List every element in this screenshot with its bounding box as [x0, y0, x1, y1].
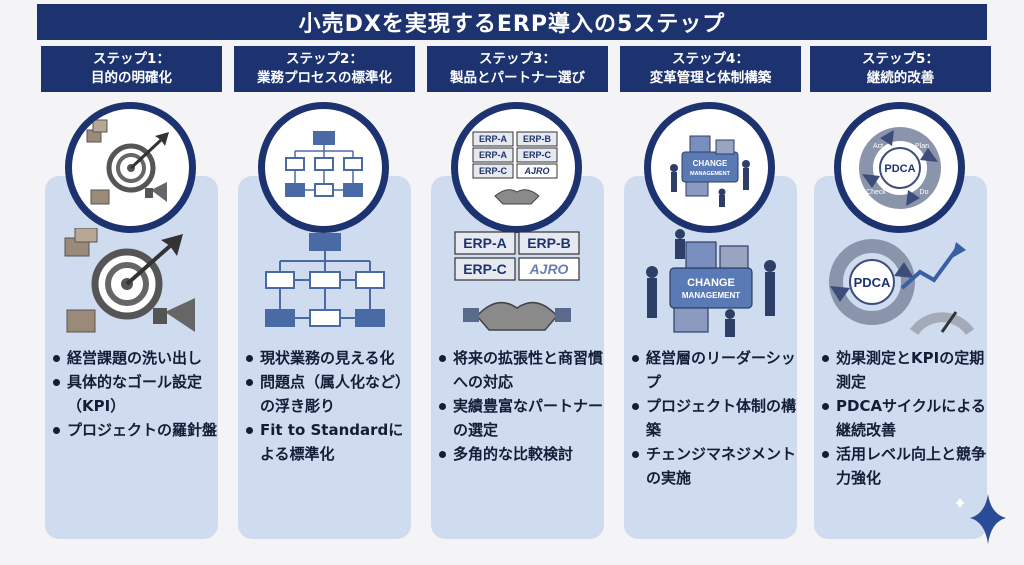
step-5-bullet-list: 効果測定とKPIの定期測定 PDCAサイクルによる継続改善 活用レベル向上と競争…: [820, 346, 988, 490]
step-2-column: ステップ2： 業務プロセスの標準化: [234, 46, 415, 539]
list-item: プロジェクトの羅針盤: [51, 418, 219, 442]
step-4-column: ステップ4： 変革管理と体制構築 CHANGE MANAGEMENT: [620, 46, 801, 539]
puzzle-change-text: CHANGE: [692, 159, 727, 168]
puzzle-change-text: CHANGE: [687, 277, 735, 289]
step-5-header: ステップ5： 継続的改善: [810, 46, 991, 92]
step-4-header: ステップ4： 変革管理と体制構築: [620, 46, 801, 92]
step-2-icon-circle: [258, 102, 389, 233]
step-3-title: 製品とパートナー選び: [450, 70, 585, 86]
list-item: プロジェクト体制の構築: [630, 394, 798, 442]
step-3-number: ステップ3：: [479, 51, 556, 67]
flowchart-icon: [284, 130, 363, 197]
page-title: 小売DXを実現するERP導入の5ステップ: [37, 4, 987, 40]
list-item: 多角的な比較検討: [437, 442, 605, 466]
pdca-plan-label: Plan: [914, 143, 928, 150]
list-item: 問題点（属人化など）の浮き彫り: [244, 370, 412, 418]
target-icon: [86, 119, 169, 204]
puzzle-management-text: MANAGEMENT: [689, 171, 730, 177]
change-management-icon: CHANGE MANAGEMENT: [646, 229, 776, 337]
step-3-header: ステップ3： 製品とパートナー選び: [427, 46, 608, 92]
erp-handshake-icon: ERP-A ERP-B ERP-C AJRO: [454, 231, 580, 331]
step-2-illustration: [248, 228, 401, 340]
step-5-column: ステップ5： 継続的改善 PDCA Act Plan Check Do: [810, 46, 991, 539]
pdca-cycle-icon: PDCA Act Plan Check Do: [858, 126, 941, 209]
step-1-card: [45, 176, 218, 539]
change-management-icon: CHANGE MANAGEMENT: [669, 135, 750, 207]
erp-a-label: ERP-A: [478, 150, 507, 160]
erp-b-label: ERP-B: [522, 134, 551, 144]
list-item: Fit to Standardによる標準化: [244, 418, 412, 466]
ajro-label: AJRO: [529, 261, 569, 277]
step-4-title: 変革管理と体制構築: [649, 70, 772, 86]
list-item: PDCAサイクルによる継続改善: [820, 394, 988, 442]
target-icon: [64, 227, 195, 333]
pdca-center-label: PDCA: [884, 163, 915, 175]
step-5-icon-circle: PDCA Act Plan Check Do: [834, 102, 965, 233]
step-5-title: 継続的改善: [866, 70, 935, 86]
step-2-header: ステップ2： 業務プロセスの標準化: [234, 46, 415, 92]
step-4-bullet-list: 経営層のリーダーシップ プロジェクト体制の構築 チェンジマネジメントの実施: [630, 346, 798, 490]
step-2-number: ステップ2：: [286, 51, 363, 67]
step-1-icon-circle: [65, 102, 196, 233]
step-4-icon-circle: CHANGE MANAGEMENT: [644, 102, 775, 233]
list-item: 現状業務の見える化: [244, 346, 412, 370]
step-5-card: [814, 176, 987, 539]
step-1-header: ステップ1： 目的の明確化: [41, 46, 222, 92]
puzzle-management-text: MANAGEMENT: [682, 291, 740, 300]
step-1-illustration: [55, 227, 208, 340]
pdca-check-label: Check: [866, 189, 886, 196]
step-5-number: ステップ5：: [862, 51, 939, 67]
step-1-column: ステップ1： 目的の明確化: [41, 46, 222, 539]
pdca-center-label: PDCA: [854, 275, 891, 290]
erp-a-label: ERP-A: [463, 235, 507, 251]
erp-a-label: ERP-A: [478, 134, 507, 144]
step-3-icon-circle: ERP-A ERP-B ERP-A ERP-C ERP-C AJRO: [451, 102, 582, 233]
erp-c-label: ERP-C: [463, 261, 507, 277]
pdca-do-label: Do: [919, 189, 928, 196]
list-item: 具体的なゴール設定（KPI）: [51, 370, 219, 418]
step-5-illustration: PDCA: [824, 228, 977, 340]
flowchart-icon: [265, 233, 385, 327]
list-item: チェンジマネジメントの実施: [630, 442, 798, 490]
step-4-card: [624, 176, 797, 539]
erp-c-label: ERP-C: [522, 150, 551, 160]
pdca-act-label: Act: [872, 143, 882, 150]
step-4-illustration: CHANGE MANAGEMENT: [634, 228, 787, 340]
list-item: 経営課題の洗い出し: [51, 346, 219, 370]
step-3-bullet-list: 将来の拡張性と商習慣への対応 実績豊富なパートナーの選定 多角的な比較検討: [437, 346, 605, 466]
sparkle-icon: [953, 494, 1006, 544]
list-item: 将来の拡張性と商習慣への対応: [437, 346, 605, 394]
erp-handshake-icon: ERP-A ERP-B ERP-A ERP-C ERP-C AJRO: [472, 131, 557, 204]
erp-b-label: ERP-B: [527, 235, 571, 251]
step-2-title: 業務プロセスの標準化: [257, 70, 392, 86]
list-item: 経営層のリーダーシップ: [630, 346, 798, 394]
step-1-bullet-list: 経営課題の洗い出し 具体的なゴール設定（KPI） プロジェクトの羅針盤: [51, 346, 219, 442]
step-3-illustration: ERP-A ERP-B ERP-C AJRO: [441, 228, 594, 340]
ajro-label: AJRO: [523, 166, 549, 176]
step-1-title: 目的の明確化: [91, 70, 172, 86]
list-item: 活用レベル向上と競争力強化: [820, 442, 988, 490]
list-item: 効果測定とKPIの定期測定: [820, 346, 988, 394]
list-item: 実績豊富なパートナーの選定: [437, 394, 605, 442]
step-4-number: ステップ4：: [672, 51, 749, 67]
pdca-cycle-icon: PDCA: [829, 239, 975, 336]
step-2-bullet-list: 現状業務の見える化 問題点（属人化など）の浮き彫り Fit to Standar…: [244, 346, 412, 466]
step-1-number: ステップ1：: [93, 51, 170, 67]
step-3-column: ステップ3： 製品とパートナー選び ERP-A ERP-B ERP-A ERP-…: [427, 46, 608, 539]
erp-c-label: ERP-C: [478, 166, 507, 176]
